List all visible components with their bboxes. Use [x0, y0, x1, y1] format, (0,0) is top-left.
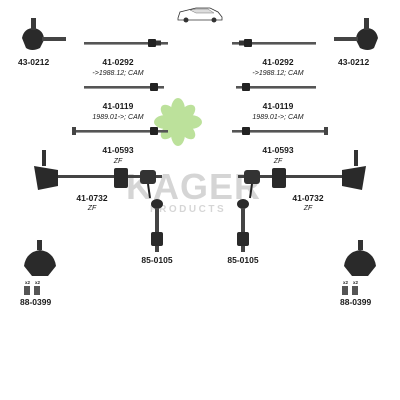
stabilizer-link-left: [151, 199, 163, 252]
part-note-41-0593-right: ZF: [273, 158, 283, 165]
part-number-88-0399-right: 88-0399: [340, 297, 372, 307]
part-number-41-0292-left: 41-0292: [102, 57, 134, 67]
tie-rod-left-1: [84, 39, 168, 47]
part-number-85-0105-right: 85-0105: [227, 255, 259, 265]
tie-rod-right-2: [236, 83, 316, 91]
part-number-41-0732-left: 41-0732: [76, 193, 108, 203]
part-note-41-0732-right: ZF: [303, 205, 313, 212]
qty-label-right-2: x2: [353, 280, 359, 285]
part-number-43-0212-right: 43-0212: [338, 57, 370, 67]
lower-ball-joint-left: [24, 240, 56, 295]
tie-rod-right-1: [232, 39, 316, 47]
part-note-41-0292-right: ->1988.12; CAM: [252, 70, 304, 77]
tie-rod-right-3: [232, 127, 328, 135]
lower-ball-joint-right: [342, 240, 376, 295]
watermark-logo-subtext: PRODUCTS: [150, 204, 227, 215]
tie-rod-left-3: [72, 127, 168, 135]
ball-joint-left-top: [22, 18, 66, 50]
ball-joint-right-top: [334, 18, 378, 50]
stabilizer-link-right: [237, 199, 249, 252]
track-rod-left: [34, 150, 162, 199]
part-note-41-0732-left: ZF: [87, 205, 97, 212]
qty-label-right-1: x2: [343, 280, 349, 285]
tie-rod-left-2: [84, 83, 164, 91]
part-note-41-0119-right: 1989.01->; CAM: [252, 114, 304, 121]
part-note-41-0119-left: 1989.01->; CAM: [92, 114, 144, 121]
car-icon: [177, 7, 223, 23]
part-number-43-0212-left: 43-0212: [18, 57, 50, 67]
part-note-41-0593-left: ZF: [113, 158, 123, 165]
part-number-41-0593-left: 41-0593: [102, 145, 134, 155]
qty-label-left-1: x2: [25, 280, 31, 285]
part-number-41-0593-right: 41-0593: [262, 145, 294, 155]
part-number-88-0399-left: 88-0399: [20, 297, 52, 307]
kager-leaf-icon: [154, 98, 202, 146]
part-number-85-0105-left: 85-0105: [141, 255, 173, 265]
part-number-41-0732-right: 41-0732: [292, 193, 324, 203]
track-rod-right: [238, 150, 366, 199]
part-number-41-0119-left: 41-0119: [102, 101, 134, 111]
part-number-41-0119-right: 41-0119: [262, 101, 294, 111]
part-number-41-0292-right: 41-0292: [262, 57, 294, 67]
part-note-41-0292-left: ->1988.12; CAM: [92, 70, 144, 77]
qty-label-left-2: x2: [35, 280, 41, 285]
